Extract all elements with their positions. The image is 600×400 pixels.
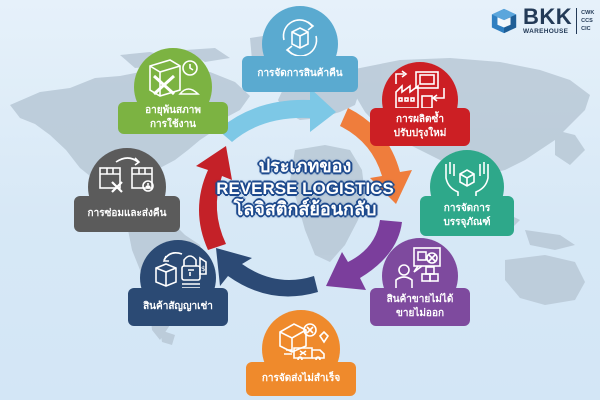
category-label-line: การผลิตซ้ำ xyxy=(396,114,444,125)
category-label-line: การซ่อมและส่งคืน xyxy=(87,208,167,219)
category-label-line: อายุพ้นสภาพ xyxy=(145,105,201,116)
box-expired-icon xyxy=(149,59,200,97)
logo-sub-ccs: CCS xyxy=(581,18,593,24)
category-lease: $ สินค้าสัญญาเช่า xyxy=(128,240,228,326)
logo-sub-cwk: CWK xyxy=(581,10,595,16)
category-packaging: การจัดการ บรรจุภัณฑ์ xyxy=(420,150,514,236)
category-label-line: ปรับปรุงใหม่ xyxy=(393,128,447,139)
arrow-bottom xyxy=(216,248,318,297)
factory-icon xyxy=(395,70,445,109)
person-box-icon xyxy=(395,247,441,288)
category-end-of-life: อายุพ้นสภาพ การใช้งาน xyxy=(118,48,228,134)
category-label-line: ขายไม่ออก xyxy=(396,308,444,319)
title-line-3: โลจิสติกส์ย้อนกลับ xyxy=(233,199,377,220)
category-label-line: สินค้าสัญญาเช่า xyxy=(143,301,213,312)
svg-text:$: $ xyxy=(201,265,205,273)
category-label-line: สินค้าขายไม่ได้ xyxy=(386,294,454,305)
category-label-line: การใช้งาน xyxy=(149,119,197,130)
category-returns: การจัดการสินค้าคืน xyxy=(242,6,358,92)
center-title: ประเภทของ REVERSE LOGISTICS โลจิสติกส์ย้… xyxy=(205,156,405,221)
logo-sub-cic: CIC xyxy=(581,26,591,32)
arrow-top xyxy=(218,88,336,142)
category-remanufacture: การผลิตซ้ำ ปรับปรุงใหม่ xyxy=(370,62,470,146)
box-repair-icon xyxy=(99,157,154,193)
truck-fail-icon xyxy=(279,323,330,360)
arrow-left xyxy=(196,146,232,250)
title-line-2: REVERSE LOGISTICS xyxy=(216,179,394,198)
hands-box-icon xyxy=(445,162,489,196)
category-label-line: การจัดการ xyxy=(443,203,491,214)
bkk-warehouse-logo: BKK WAREHOUSE CWK CCS CIC xyxy=(490,3,594,39)
title-line-1: ประเภทของ xyxy=(258,156,352,177)
box-cycle-icon xyxy=(282,19,318,57)
logo-brand: BKK xyxy=(523,4,573,30)
category-unsold: สินค้าขายไม่ได้ ขายไม่ออก xyxy=(370,238,470,326)
category-label-line: การจัดส่งไม่สำเร็จ xyxy=(261,373,341,384)
category-repair: การซ่อมและส่งคืน xyxy=(74,148,180,232)
cube-logo-icon xyxy=(491,8,517,34)
category-failed-delivery: การจัดส่งไม่สำเร็จ xyxy=(246,310,356,396)
box-lock-icon: $ xyxy=(155,252,207,289)
arrow-right-top xyxy=(340,108,412,204)
category-label-line: บรรจุภัณฑ์ xyxy=(443,217,491,228)
category-label-line: การจัดการสินค้าคืน xyxy=(257,68,343,79)
logo-divider xyxy=(576,8,578,34)
logo-tagline: WAREHOUSE xyxy=(523,28,569,36)
arrow-right-bottom xyxy=(326,220,402,290)
